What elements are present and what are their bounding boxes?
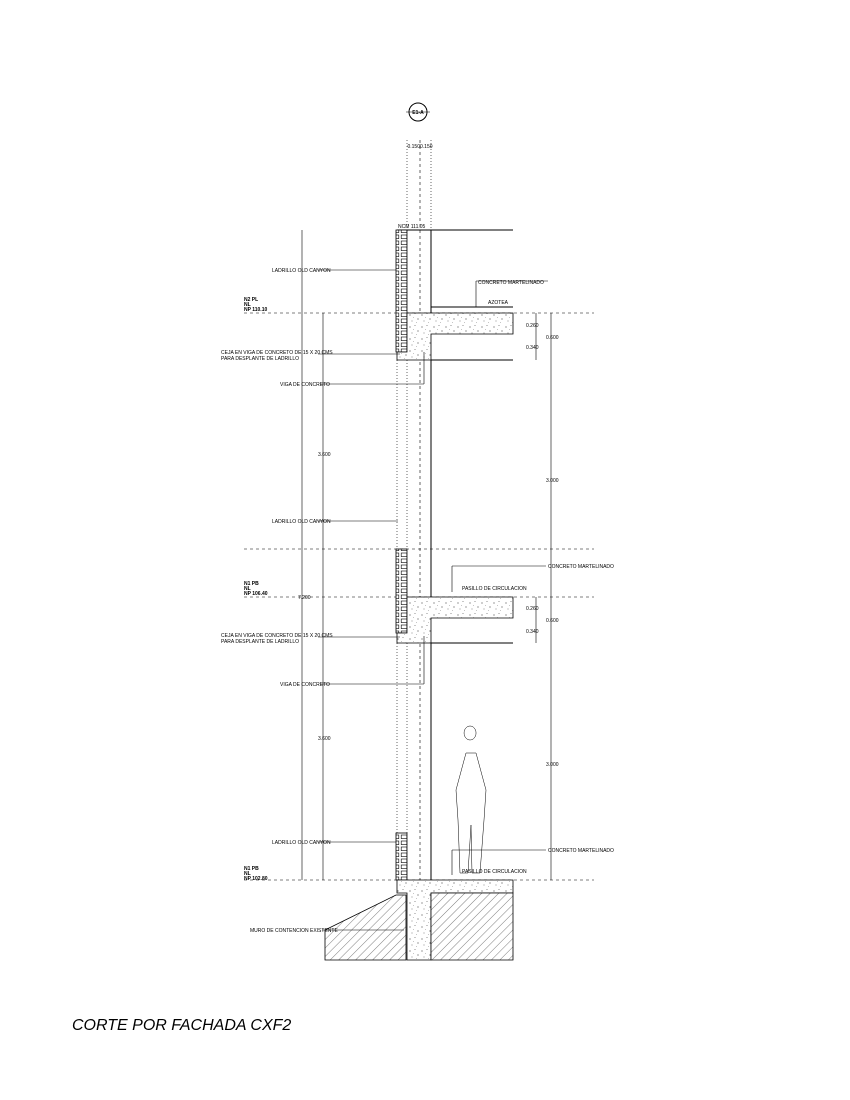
label-ceja-1-line2: PARA DESPLANTE DE LADRILLO — [221, 356, 299, 362]
level-roof-np: NP 110.10 — [244, 307, 267, 313]
level-ground-nl: NL — [244, 871, 251, 877]
label-brick-top: LADRILLO OLD CANYON — [272, 268, 331, 274]
dimension-texts: 3.600 3.600 7.200 0.260 0.340 0.600 0.26… — [298, 323, 559, 768]
roof-slab — [396, 306, 514, 361]
label-ceja-2-line2: PARA DESPLANTE DE LADRILLO — [221, 639, 299, 645]
label-brick-low: LADRILLO OLD CANYON — [272, 840, 331, 846]
section-marker: E1-A — [406, 102, 430, 122]
ground-fill — [430, 892, 514, 961]
label-ceja-1-line1: CEJA EN VIGA DE CONCRETO DE 15 X 20 CMS — [221, 350, 333, 356]
label-concreto-2: CONCRETO MARTELINADO — [548, 564, 614, 570]
level-first-n: N1 PB — [244, 581, 259, 587]
dim-slab-total-1: 0.600 — [546, 335, 559, 341]
label-ceja-2-line1: CEJA EN VIGA DE CONCRETO DE 15 X 20 CMS — [221, 633, 333, 639]
label-pasillo-1: PASILLO DE CIRCULACION — [462, 586, 527, 592]
drawing-title: CORTE POR FACHADA CXF2 — [72, 1017, 291, 1034]
dim-slab-bot-2: 0.340 — [526, 629, 539, 635]
label-brick-mid: LADRILLO OLD CANYON — [272, 519, 331, 525]
left-annotations: LADRILLO OLD CANYON CEJA EN VIGA DE CONC… — [221, 268, 425, 934]
level-labels: N2 PL NL NP 110.10 N1 PB NL NP 106.40 N1… — [244, 297, 268, 882]
brick-wall-top — [395, 229, 408, 353]
label-viga-1: VIGA DE CONCRETO — [280, 382, 330, 388]
dim-slab-top-2: 0.260 — [526, 606, 539, 612]
level-first-nl: NL — [244, 586, 251, 592]
human-figure — [455, 725, 487, 874]
level-ground-n: N1 PB — [244, 866, 259, 872]
first-floor-slab — [396, 596, 514, 644]
label-concreto-3: CONCRETO MARTELINADO — [548, 848, 614, 854]
right-annotations: CONCRETO MARTELINADO AZOTEA CONCRETO MAR… — [451, 280, 614, 875]
dim-right-lower: 3.000 — [546, 762, 559, 768]
label-viga-2: VIGA DE CONCRETO — [280, 682, 330, 688]
level-ground-np: NP 102.80 — [244, 876, 268, 882]
dim-left-upper: 3.600 — [318, 452, 331, 458]
retaining-wall — [324, 894, 407, 961]
level-first-np: NP 106.40 — [244, 591, 268, 597]
label-concreto-1: CONCRETO MARTELINADO — [478, 280, 544, 286]
level-roof-nl: NL — [244, 302, 251, 308]
level-roof-n: N2 PL — [244, 297, 258, 303]
ground-slab — [324, 879, 514, 961]
label-muro: MURO DE CONTENCION EXISTENTE — [250, 928, 338, 934]
brick-wall-mid — [395, 548, 408, 634]
dim-7200: 7.200 — [298, 595, 311, 601]
dim-slab-total-2: 0.600 — [546, 618, 559, 624]
dim-slab-top-1: 0.260 — [526, 323, 539, 329]
dim-left-lower: 3.600 — [318, 736, 331, 742]
section-marker-label: E1-A — [412, 110, 424, 116]
dim-slab-bot-1: 0.340 — [526, 345, 539, 351]
ncm-top-label: NCM 111.05 — [398, 224, 426, 230]
label-azotea: AZOTEA — [488, 300, 509, 306]
label-pasillo-2: PASILLO DE CIRCULACION — [462, 869, 527, 875]
brick-wall-low — [395, 832, 408, 881]
dim-right-upper: 3.000 — [546, 478, 559, 484]
